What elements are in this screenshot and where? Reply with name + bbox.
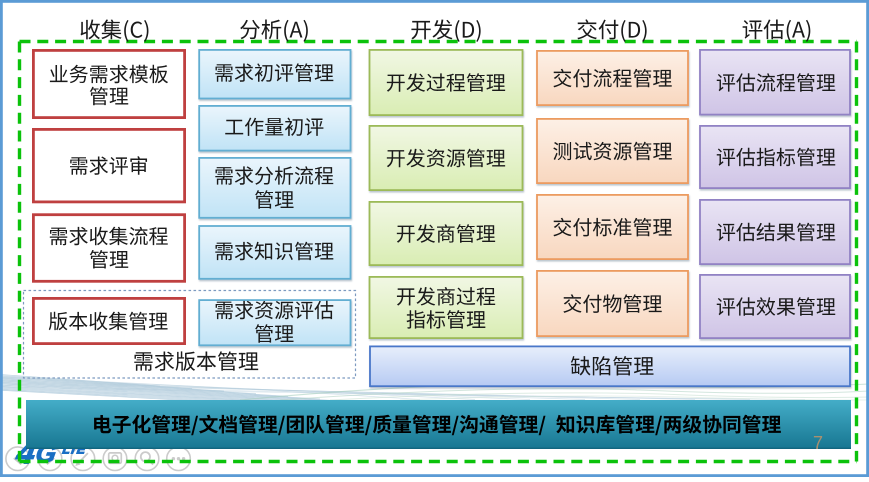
svg-text:7: 7 [813,433,823,453]
